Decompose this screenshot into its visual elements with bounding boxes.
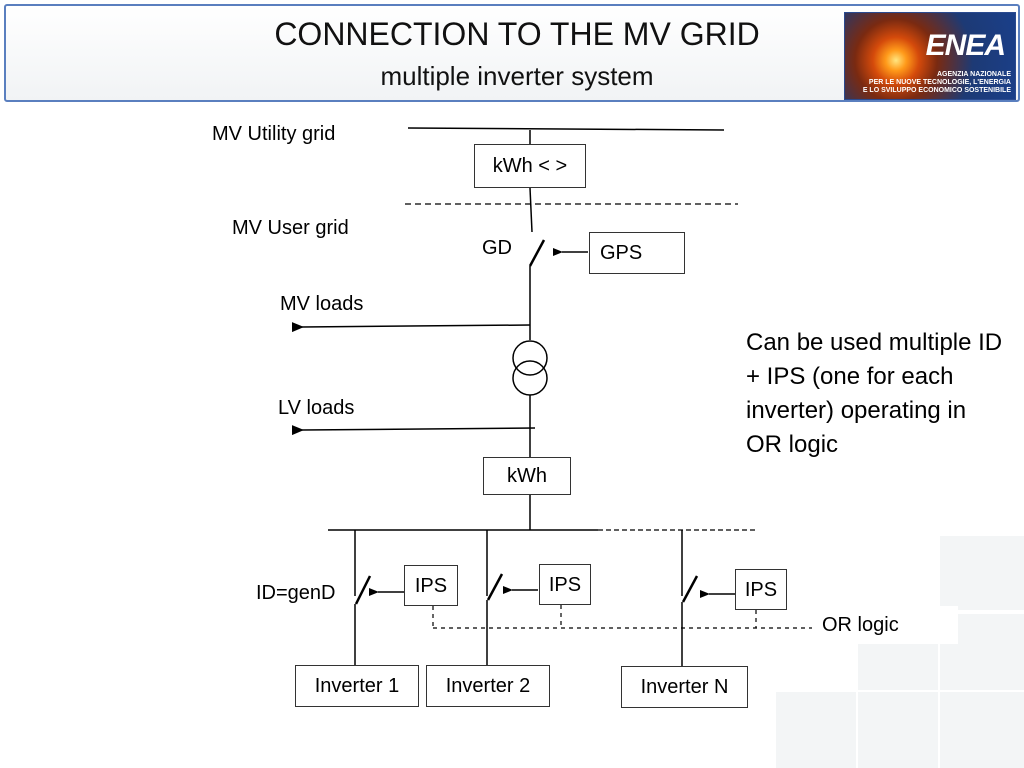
page-title: CONNECTION TO THE MV GRID: [274, 16, 760, 52]
lv-loads-arrow: [291, 425, 536, 436]
ips-box-2: IPS: [539, 564, 591, 605]
ips-box-1: IPS: [404, 565, 458, 606]
gd-label: GD: [482, 237, 512, 259]
mv-loads-label: MV loads: [280, 293, 364, 315]
mv-loads-arrow: [291, 322, 531, 333]
transformer-secondary: [512, 360, 548, 396]
id-switch-1: [354, 575, 372, 605]
id-gend-label: ID=genD: [256, 582, 336, 604]
inverter-1-box: Inverter 1: [295, 665, 419, 707]
id-switch-n: [681, 575, 699, 603]
background-tile: [858, 692, 938, 768]
background-tile: [940, 536, 1024, 610]
mv-utility-grid-label: MV Utility grid: [212, 123, 336, 145]
inverter-2-box: Inverter 2: [426, 665, 550, 707]
explanatory-note: Can be used multiple ID + IPS (one for e…: [746, 329, 1003, 458]
mv-user-grid-label: MV User grid: [232, 217, 349, 239]
gd-switch: [528, 239, 546, 267]
logo-wordmark: ENEA: [925, 29, 1006, 62]
transformer-primary: [512, 340, 548, 376]
enea-logo: ENEA AGENZIA NAZIONALE PER LE NUOVE TECN…: [844, 12, 1016, 100]
kwh-meter: kWh: [483, 457, 571, 495]
gps-box: GPS: [589, 232, 685, 274]
background-tile: [940, 692, 1024, 768]
or-logic-label: OR logic: [814, 606, 958, 644]
id-switch-2: [486, 573, 504, 601]
kwh-meter-bidirectional: kWh < >: [474, 144, 586, 188]
background-tile: [776, 692, 856, 768]
lv-loads-label: LV loads: [278, 397, 355, 419]
page-subtitle: multiple inverter system: [380, 61, 654, 91]
inverter-n-box: Inverter N: [621, 666, 748, 708]
mv-utility-bus: [407, 127, 725, 131]
logo-subtitle: AGENZIA NAZIONALE PER LE NUOVE TECNOLOGI…: [862, 71, 1011, 94]
ips-box-n: IPS: [735, 569, 787, 610]
